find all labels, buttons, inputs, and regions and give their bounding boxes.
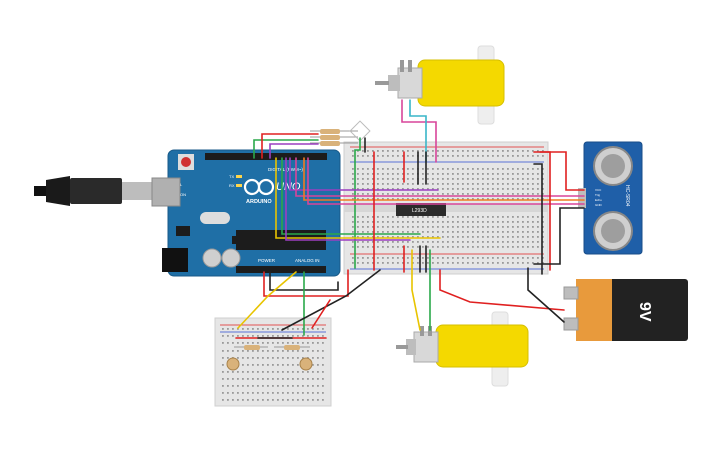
- battery-label: 9V: [636, 302, 653, 322]
- wire-purple-d-top[interactable]: [269, 143, 319, 159]
- l-label: L: [180, 182, 183, 187]
- wire-purple-long[interactable]: [289, 157, 439, 191]
- hc-sr04-sensor[interactable]: HC-SR04 VCC Trig Echo GND: [578, 141, 643, 255]
- wire-motor-top-pink[interactable]: [401, 99, 437, 163]
- tx-label: TX: [229, 174, 234, 179]
- l293d-label: L293D: [412, 208, 427, 214]
- wire-red-to-mini[interactable]: [263, 269, 349, 297]
- resistor-mini-right[interactable]: [274, 345, 310, 350]
- transducer-top: [593, 146, 633, 186]
- wire-green-res[interactable]: [354, 137, 361, 269]
- arduino-logo-icon: [243, 178, 275, 196]
- digital-header: [205, 153, 327, 160]
- ldr-right[interactable]: [299, 357, 313, 371]
- wire-motor-top-cyan[interactable]: [409, 99, 427, 163]
- mini-breadboard-holes: [222, 328, 324, 401]
- crystal: [200, 212, 230, 224]
- battery-terminal: [563, 286, 579, 300]
- sensor-pin-vcc: VCC: [595, 188, 602, 192]
- capacitor: [202, 248, 222, 268]
- wire-red-d-top[interactable]: [261, 133, 319, 159]
- led-tx: [236, 175, 242, 178]
- capacitor: [221, 248, 241, 268]
- led-rx: [236, 184, 242, 187]
- battery-terminal: [563, 317, 579, 331]
- battery-9v[interactable]: 9V: [563, 279, 688, 341]
- ldr-left[interactable]: [226, 357, 240, 371]
- sensor-pin-gnd: GND: [595, 203, 603, 207]
- on-label: ON: [180, 192, 186, 197]
- sensor-pin-trig: Trig: [595, 193, 600, 197]
- wire-pink-trig[interactable]: [307, 157, 585, 205]
- wire-green-d-top[interactable]: [253, 139, 319, 159]
- wire-black-a1[interactable]: [281, 269, 381, 331]
- sensor-pin-echo: Echo: [595, 198, 602, 202]
- wire-orange-long[interactable]: [303, 157, 585, 201]
- usb-port: [151, 177, 181, 207]
- wire-battery-black[interactable]: [527, 267, 565, 323]
- dc-motor-bottom[interactable]: [396, 311, 529, 387]
- dc-motor-top[interactable]: [375, 45, 505, 125]
- wire-ultra-black[interactable]: [533, 207, 585, 265]
- wire-yellow-mid[interactable]: [275, 157, 441, 239]
- wire-battery-red[interactable]: [439, 269, 565, 311]
- rx-label: RX: [229, 183, 235, 188]
- wire-ultra-red[interactable]: [539, 151, 585, 191]
- atmega-chip: [236, 230, 326, 250]
- wire-yellow-mini[interactable]: [237, 271, 297, 329]
- power-analog-header: [236, 266, 326, 273]
- wire-red-mini[interactable]: [311, 299, 331, 329]
- arduino-model-label: UNO: [276, 181, 301, 193]
- resistor-group-top[interactable]: [310, 120, 371, 146]
- wires: [235, 99, 585, 339]
- wire-pink-long[interactable]: [295, 157, 585, 197]
- l293d-chip[interactable]: L293D: [396, 203, 446, 216]
- arduino-uno-board[interactable]: UNO ARDUINO DIGITAL (PWM~) POWER ANALOG …: [151, 149, 341, 277]
- wire-purple-mid[interactable]: [285, 157, 411, 241]
- resistor-mini-left[interactable]: [234, 345, 268, 350]
- wire-motor-bottom-yellow[interactable]: [411, 249, 421, 331]
- icsp-header: [176, 226, 190, 236]
- hc-sr04-label: HC-SR04: [624, 185, 630, 207]
- breadboard-holes: [352, 150, 544, 264]
- transducer-bottom: [593, 211, 633, 251]
- wire-black-rail-right[interactable]: [533, 163, 543, 275]
- power-label: POWER: [258, 258, 276, 263]
- dc-jack: [162, 248, 188, 272]
- arduino-brand-label: ARDUINO: [246, 199, 272, 205]
- analog-label: ANALOG IN: [295, 258, 320, 263]
